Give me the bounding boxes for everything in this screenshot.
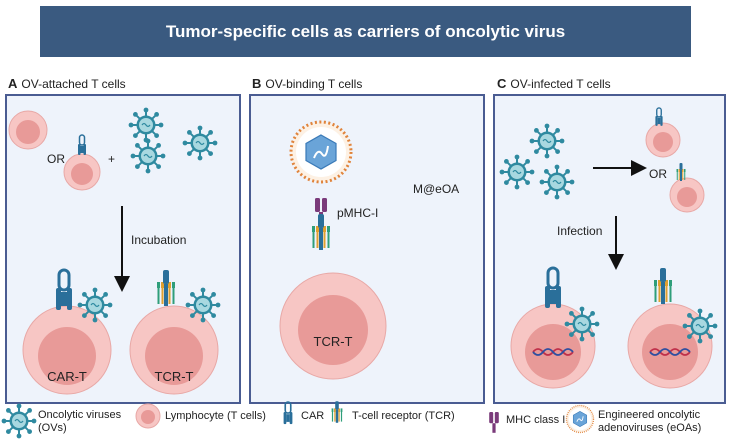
plus-label: + bbox=[108, 152, 116, 166]
virus-icon bbox=[184, 286, 222, 324]
panel-c-letter: C bbox=[497, 76, 507, 91]
lymphocyte-icon bbox=[8, 110, 48, 150]
tcr-receptor-icon bbox=[311, 213, 331, 251]
panel-b-illustration bbox=[279, 120, 387, 380]
tcr-t-cell bbox=[279, 272, 387, 380]
or-label: OR bbox=[649, 167, 667, 181]
panel-c-illustration bbox=[498, 107, 719, 389]
virus-icon bbox=[498, 153, 536, 191]
panel-b-title: OV-binding T cells bbox=[265, 77, 363, 91]
legend-eoa: Engineered oncolytic adenoviruses (eOAs) bbox=[598, 409, 701, 435]
car-receptor-icon bbox=[543, 266, 563, 310]
car-receptor-icon bbox=[654, 107, 664, 127]
lymphocyte-icon bbox=[669, 177, 705, 213]
virus-icon bbox=[0, 402, 38, 440]
or-label: OR bbox=[47, 152, 65, 166]
virus-icon bbox=[129, 137, 167, 175]
incubation-label: Incubation bbox=[131, 233, 187, 247]
tcr-t-label: TCR-T bbox=[154, 369, 194, 384]
legend-eoa-line2: adenoviruses (eOAs) bbox=[598, 422, 702, 434]
car-t-label: CAR-T bbox=[47, 369, 87, 384]
panel-a-letter: A bbox=[8, 76, 18, 91]
tcr-receptor-icon bbox=[653, 267, 673, 305]
infection-label: Infection bbox=[557, 224, 603, 238]
panel-a-illustration bbox=[8, 106, 222, 395]
car-t-cell bbox=[22, 305, 112, 395]
m-eoa-label: M@eOA bbox=[413, 182, 460, 196]
legend-tcr: T-cell receptor (TCR) bbox=[352, 410, 455, 422]
tcr-t-cell bbox=[129, 305, 219, 395]
virus-icon bbox=[76, 286, 114, 324]
virus-icon bbox=[563, 305, 601, 343]
lymphocyte-icon bbox=[63, 153, 101, 191]
legend-car: CAR bbox=[301, 410, 325, 422]
engineered-adenovirus-icon bbox=[289, 120, 353, 184]
virus-icon bbox=[528, 122, 566, 160]
car-receptor-icon bbox=[77, 134, 87, 156]
panel-c-title: OV-infected T cells bbox=[510, 77, 611, 91]
panel-a-title: OV-attached T cells bbox=[21, 77, 126, 91]
legend-ov-line2: (OVs) bbox=[38, 422, 67, 434]
mhc-class-i-icon bbox=[489, 412, 499, 433]
legend-mhc: MHC class I bbox=[506, 414, 566, 426]
engineered-adenovirus-icon bbox=[565, 404, 595, 434]
legend-lymphocyte: Lymphocyte (T cells) bbox=[165, 410, 266, 422]
tcr-t-label: TCR-T bbox=[313, 334, 353, 349]
panel-b: pMHC-I M@eOA TCR-T bbox=[249, 94, 485, 404]
legend-ov: Oncolytic viruses (OVs) bbox=[38, 409, 121, 435]
tcr-receptor-icon bbox=[156, 269, 176, 307]
panel-a: OR + Incubation CAR-T TCR-T bbox=[5, 94, 241, 404]
lymphocyte-icon bbox=[645, 122, 681, 158]
car-receptor-icon bbox=[54, 268, 74, 312]
legend-ov-line1: Oncolytic viruses bbox=[38, 409, 122, 421]
panel-c: OR Infection bbox=[493, 94, 726, 404]
pmhc-label: pMHC-I bbox=[337, 206, 379, 220]
legend-eoa-line1: Engineered oncolytic bbox=[598, 409, 701, 421]
panel-b-letter: B bbox=[252, 76, 262, 91]
virus-icon bbox=[127, 106, 165, 144]
virus-icon bbox=[181, 124, 219, 162]
lymphocyte-icon bbox=[135, 403, 161, 429]
figure-title-banner: Tumor-specific cells as carriers of onco… bbox=[40, 6, 691, 57]
virus-icon bbox=[681, 307, 719, 345]
virus-icon bbox=[538, 163, 576, 201]
